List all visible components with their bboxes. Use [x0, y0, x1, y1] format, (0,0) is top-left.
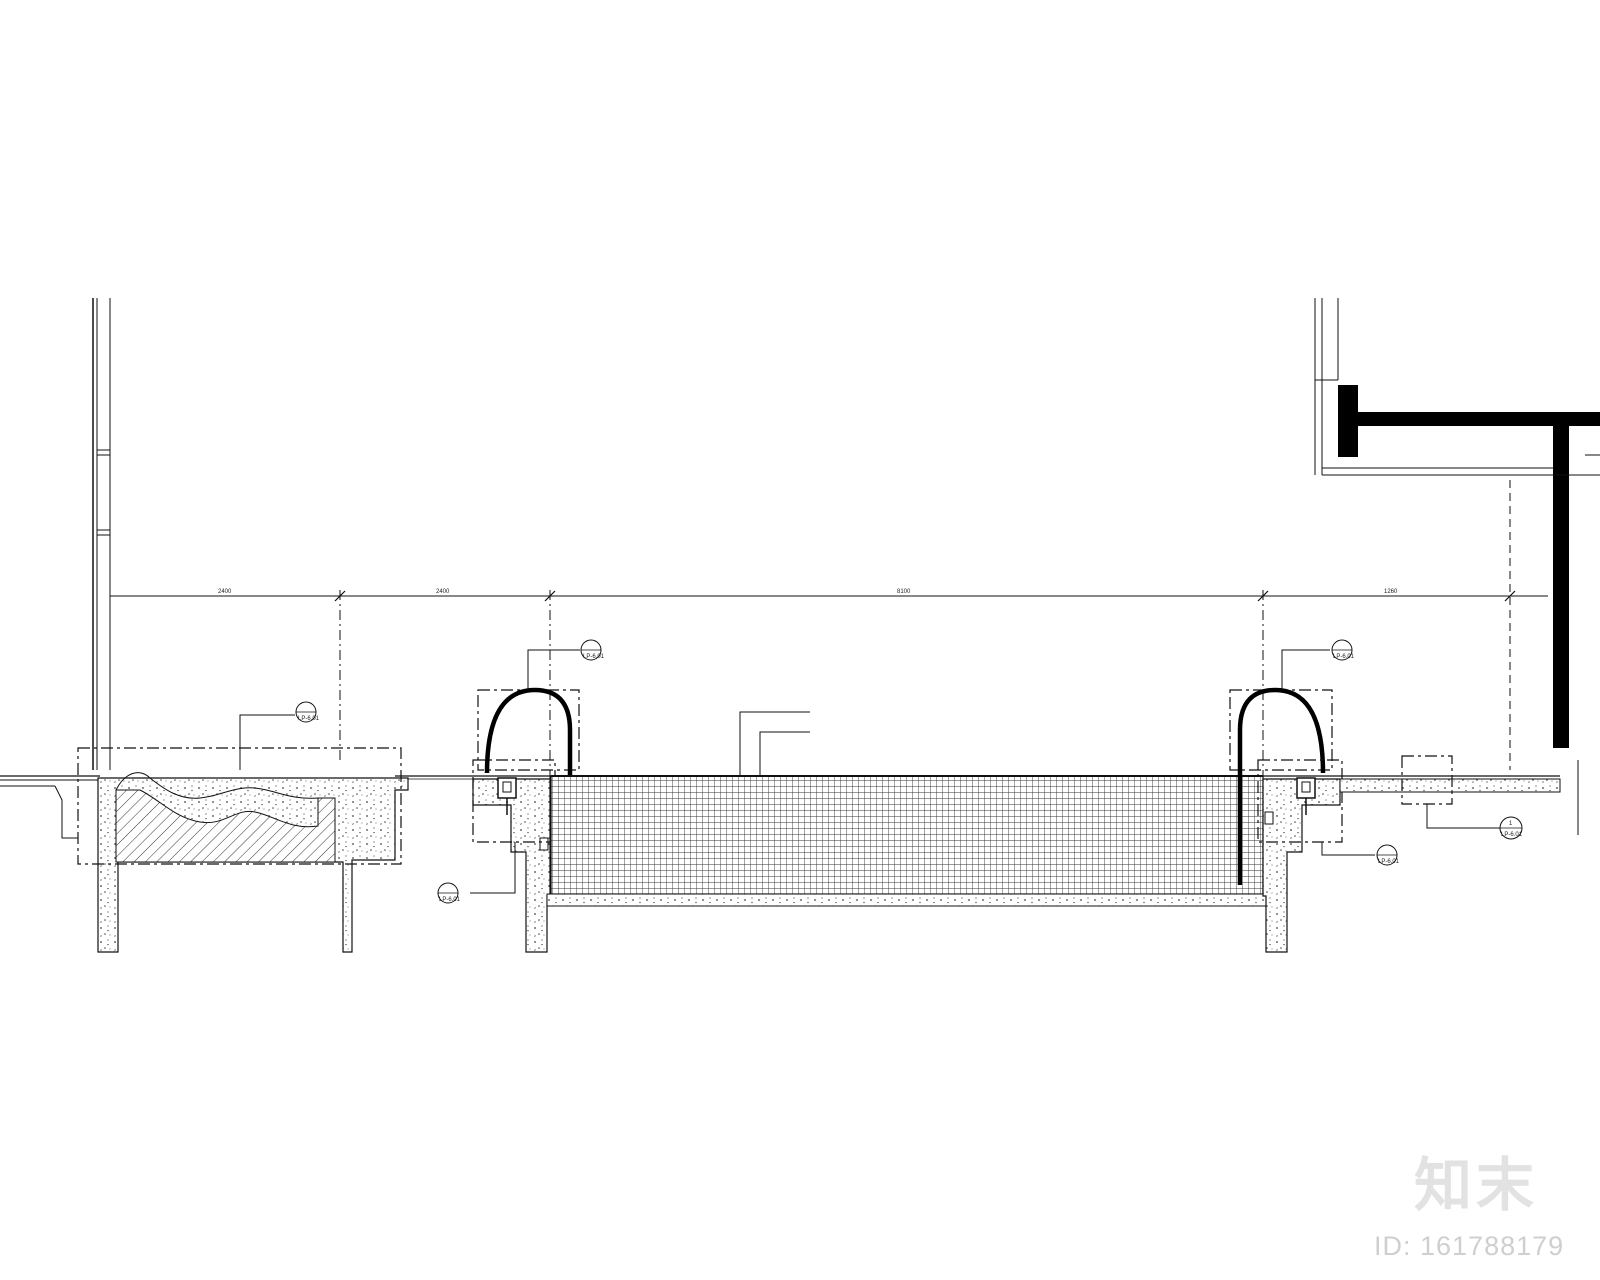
dim-1: 2400: [218, 589, 232, 595]
right-arch-code: LP-6.01: [1333, 654, 1355, 660]
dim-4: 1260: [1384, 589, 1398, 595]
left-base-code: LP-6.01: [439, 897, 461, 903]
right-arch: LP-6.01: [1229, 639, 1355, 885]
right-pool-wall: LP-6.01: [1257, 759, 1400, 953]
left-arch-code: LP-6.01: [583, 654, 605, 660]
pool: [546, 711, 1288, 953]
watermark-logo: 知末: [1414, 1151, 1539, 1219]
right-building: [1314, 298, 1600, 835]
dim-3: 8100: [897, 589, 911, 595]
left-wall: [92, 298, 111, 770]
left-planter: LP-6.01: [77, 701, 409, 953]
left-pool-wall: LP-6.01: [437, 759, 556, 953]
right-end-code: LP-6.01: [1501, 832, 1523, 838]
dim-2: 2400: [436, 589, 450, 595]
watermark-id: ID: 161788179: [1374, 1231, 1565, 1261]
right-end-num: 1: [1509, 821, 1513, 827]
left-arch: LP-6.01: [477, 639, 605, 885]
right-paving: 1 LP-6.01: [1339, 755, 1561, 840]
left-planter-code: LP-6.01: [298, 716, 320, 722]
right-base-code: LP-6.01: [1378, 859, 1400, 865]
